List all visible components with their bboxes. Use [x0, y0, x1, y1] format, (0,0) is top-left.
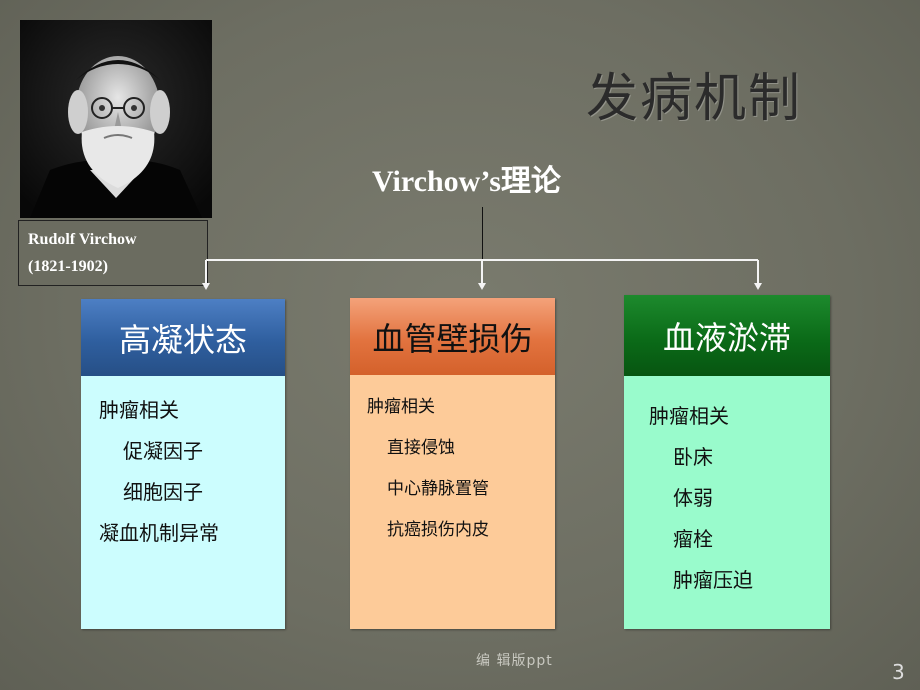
- list-item: 瘤栓: [673, 527, 713, 551]
- portrait-caption: Rudolf Virchow (1821-1902): [18, 220, 208, 286]
- list-item: 直接侵蚀: [387, 438, 455, 458]
- page-number: 3: [892, 660, 905, 684]
- list-item: 肿瘤压迫: [673, 568, 753, 592]
- list-item: 细胞因子: [123, 480, 203, 504]
- connector-drop-right: [757, 260, 759, 284]
- connector-drop-left: [205, 260, 207, 284]
- card-body: 肿瘤相关 促凝因子 细胞因子 凝血机制异常: [81, 376, 285, 629]
- list-item: 凝血机制异常: [99, 521, 219, 545]
- caption-years: (1821-1902): [28, 258, 108, 275]
- card-hypercoagulable: 高凝状态 肿瘤相关 促凝因子 细胞因子 凝血机制异常: [81, 299, 285, 629]
- footer-note: 编 辑版ppt: [476, 653, 553, 669]
- list-item: 促凝因子: [123, 439, 203, 463]
- card-body: 肿瘤相关 卧床 体弱 瘤栓 肿瘤压迫: [624, 376, 830, 629]
- arrow-down-icon: [754, 283, 762, 290]
- list-item: 体弱: [673, 486, 713, 510]
- caption-name: Rudolf Virchow: [28, 231, 137, 248]
- card-heading: 血液淤滞: [624, 295, 830, 376]
- slide-title: 发病机制: [586, 69, 803, 129]
- list-item: 肿瘤相关: [99, 398, 179, 422]
- card-vessel-injury: 血管壁损伤 肿瘤相关 直接侵蚀 中心静脉置管 抗癌损伤内皮: [350, 298, 555, 629]
- card-heading: 血管壁损伤: [350, 298, 555, 375]
- arrow-down-icon: [478, 283, 486, 290]
- connector-drop-center: [481, 260, 483, 284]
- card-body: 肿瘤相关 直接侵蚀 中心静脉置管 抗癌损伤内皮: [350, 375, 555, 629]
- arrow-down-icon: [202, 283, 210, 290]
- portrait-photo: [20, 20, 212, 218]
- card-blood-stasis: 血液淤滞 肿瘤相关 卧床 体弱 瘤栓 肿瘤压迫: [624, 295, 830, 629]
- list-item: 卧床: [673, 445, 713, 469]
- connector-vertical: [482, 207, 483, 261]
- list-item: 中心静脉置管: [387, 479, 489, 499]
- slide-subtitle: Virchow’s理论: [372, 165, 561, 198]
- list-item: 抗癌损伤内皮: [387, 520, 489, 540]
- list-item: 肿瘤相关: [649, 404, 729, 428]
- list-item: 肿瘤相关: [367, 397, 435, 417]
- card-heading: 高凝状态: [81, 299, 285, 376]
